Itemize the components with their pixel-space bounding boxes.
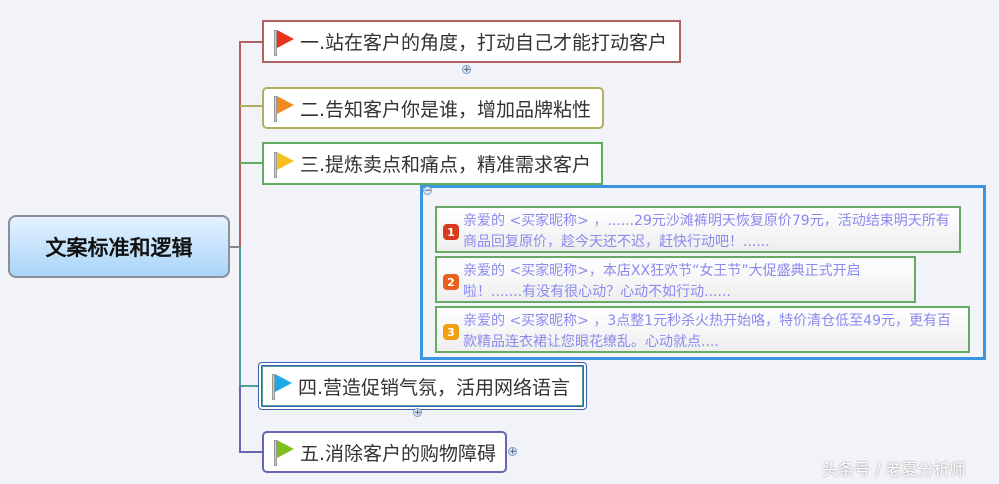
priority-1-icon: 1 [443,224,459,240]
root-topic-label: 文案标准和逻辑 [45,235,193,260]
subtopic-3[interactable]: 3 亲爱的 <买家昵称> ，3点整1元秒杀火热开始咯，特价清仓低至49元，更有百… [435,306,970,353]
collapse-toggle-icon[interactable]: − [423,186,432,196]
branch-label: 三.提炼卖点和痛点，精准需求客户 [300,154,592,176]
branch-label: 一.站在客户的角度，打动自己才能打动客户 [300,32,668,54]
blue-flag-icon [272,372,294,400]
expand-toggle-icon[interactable]: + [462,65,471,75]
subtopic-text: 亲爱的 <买家昵称>，本店XX狂欢节“女王节”大促盛典正式开启啦！.......… [463,263,861,300]
branch-label: 五.消除客户的购物障碍 [300,442,497,465]
green-flag-icon [274,438,296,466]
branch-label: 四.营造促销气氛，活用网络语言 [298,376,571,399]
subtopic-text: 亲爱的 <买家昵称> ，......29元沙滩裤明天恢复原价79元，活动结束明天… [463,213,950,250]
expand-toggle-icon[interactable]: + [508,447,517,457]
yellow-flag-icon [274,150,296,178]
priority-2-icon: 2 [443,274,459,290]
branch-label: 二.告知客户你是谁，增加品牌粘性 [300,98,592,121]
expand-toggle-icon[interactable]: + [413,408,422,418]
orange-flag-icon [274,94,296,122]
subtopic-1[interactable]: 1 亲爱的 <买家昵称> ，......29元沙滩裤明天恢复原价79元，活动结束… [435,206,961,253]
branch-topic-4[interactable]: 四.营造促销气氛，活用网络语言 [258,362,587,410]
branch-topic-1[interactable]: 一.站在客户的角度，打动自己才能打动客户 [262,20,681,63]
branch-topic-2[interactable]: 二.告知客户你是谁，增加品牌粘性 [262,87,604,129]
priority-3-icon: 3 [443,324,459,340]
branch-topic-3[interactable]: 三.提炼卖点和痛点，精准需求客户 [262,142,603,185]
subtopic-2[interactable]: 2 亲爱的 <买家昵称>，本店XX狂欢节“女王节”大促盛典正式开启啦！.....… [435,256,916,303]
branch-topic-5[interactable]: 五.消除客户的购物障碍 [262,431,507,473]
red-flag-icon [274,28,296,56]
watermark: 头条号 / 老夏分析师 [822,460,966,479]
root-topic[interactable]: 文案标准和逻辑 [8,215,230,278]
subtopic-text: 亲爱的 <买家昵称> ，3点整1元秒杀火热开始咯，特价清仓低至49元，更有百款精… [463,313,951,350]
